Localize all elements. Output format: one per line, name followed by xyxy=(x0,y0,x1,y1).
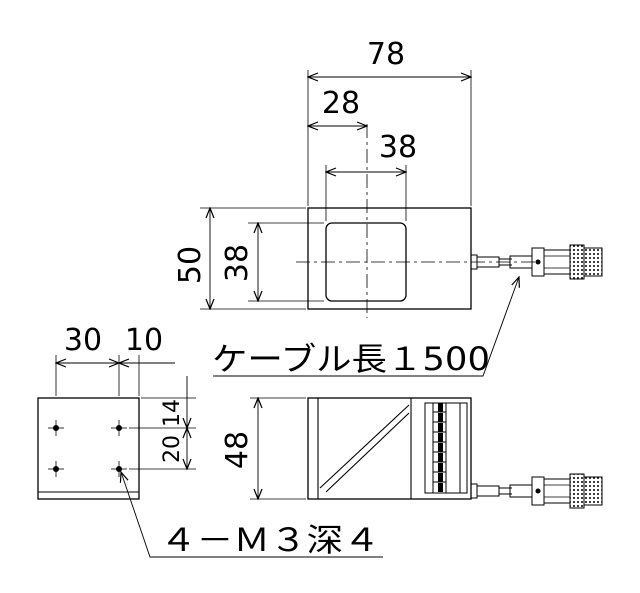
dim-text-50: 50 xyxy=(173,246,208,284)
dim-text-30: 30 xyxy=(64,323,102,358)
side-view-body xyxy=(307,397,472,500)
dim-text-14: 14 xyxy=(160,399,185,427)
side-view-connector xyxy=(470,473,603,509)
cable-note-leader xyxy=(213,277,519,377)
side-view-coil-fins xyxy=(424,402,468,494)
dim-text-28: 28 xyxy=(322,86,360,121)
end-view-body xyxy=(37,397,140,500)
side-view: 48 xyxy=(220,397,603,509)
dim-text-38-vertical: 38 xyxy=(220,244,255,282)
top-view: 78 28 38 50 38 ケーブル長１500 xyxy=(173,37,603,378)
mounting-holes xyxy=(48,420,127,477)
dim-text-78: 78 xyxy=(367,37,405,72)
hole-note-leader xyxy=(121,472,383,558)
dim-text-10: 10 xyxy=(125,323,163,358)
dim-text-38-horizontal: 38 xyxy=(379,130,417,165)
top-view-connector xyxy=(470,244,603,280)
dim-text-20: 20 xyxy=(160,435,185,463)
cable-length-note: ケーブル長１500 xyxy=(212,340,490,378)
end-view: 30 10 14 20 ４－Ｍ３深４ xyxy=(37,323,383,559)
dim-text-48: 48 xyxy=(220,431,255,469)
hole-note: ４－Ｍ３深４ xyxy=(160,521,380,559)
